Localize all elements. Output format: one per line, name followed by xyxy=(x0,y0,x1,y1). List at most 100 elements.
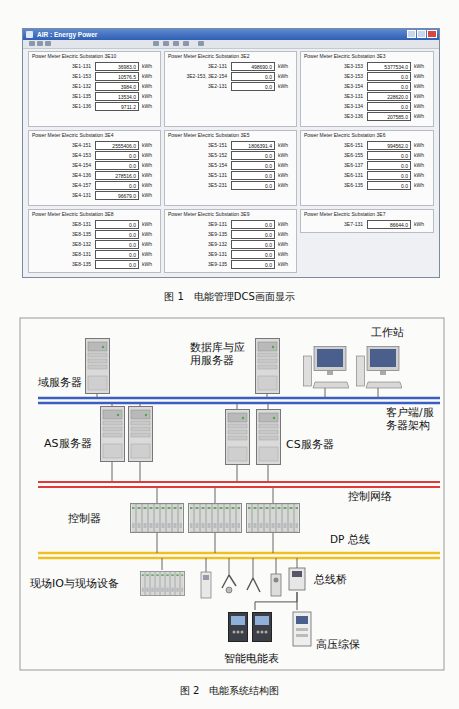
meter-name: 3E2-153, 3E2-154 xyxy=(165,73,227,80)
unit-label: kWh xyxy=(142,192,152,199)
meter-name: 3E2-131 xyxy=(165,63,227,70)
meter-name: 3E2-131 xyxy=(165,83,227,90)
controller-icon xyxy=(247,504,300,533)
unit-label: kWh xyxy=(414,221,424,228)
meter-value: 0.0 xyxy=(95,151,139,160)
unit-label: kWh xyxy=(278,231,288,238)
meter-name: 3E4-154 xyxy=(29,162,91,169)
unit-label: kWh xyxy=(278,172,288,179)
unit-label: kWh xyxy=(142,142,152,149)
unit-label: kWh xyxy=(278,73,288,80)
meter-value: 0.0 xyxy=(231,181,275,190)
field-device-icon xyxy=(247,578,260,592)
drop-wire xyxy=(157,533,158,553)
field-device-icon xyxy=(274,578,279,583)
server-icon xyxy=(257,410,281,465)
meter-value: 0.0 xyxy=(95,161,139,170)
drop-wire xyxy=(268,465,269,482)
drop-wire xyxy=(237,403,238,410)
protection-relay-icon xyxy=(296,628,308,631)
meter-name: 3E4-153 xyxy=(29,152,91,159)
protection-relay-icon xyxy=(293,612,311,646)
toolbar-icon xyxy=(183,41,189,46)
workstation-icon xyxy=(304,347,350,389)
meter-name: 3E6-131 xyxy=(301,172,363,179)
window-button xyxy=(407,30,416,38)
meter-value: 0.0 xyxy=(231,82,275,91)
protection-relay-icon xyxy=(296,616,308,624)
meter-value: 0.0 xyxy=(231,72,275,81)
meter-value: 0.0 xyxy=(231,171,275,180)
figure-caption: 图 1 电能管理DCS画面显示 xyxy=(0,290,459,303)
server-group: 域服务器 xyxy=(36,336,112,394)
drop-wire xyxy=(273,533,274,553)
unit-label: kWh xyxy=(414,162,424,169)
meter-value: 0.0 xyxy=(231,151,275,160)
controller-group: 控制器 xyxy=(68,501,302,535)
meter-name: 3E5-154 xyxy=(165,162,227,169)
field-device-icon xyxy=(201,572,281,598)
drop-wire xyxy=(237,465,238,482)
meter-icon xyxy=(253,613,272,642)
panel-heading: Power Meter Electric Substation 3E6 xyxy=(304,132,385,139)
equipment-label: 智能电能表 xyxy=(224,652,279,665)
meter-value: 994562.0 xyxy=(367,141,411,150)
unit-label: kWh xyxy=(414,152,424,159)
meter-name: 3E6-151 xyxy=(301,142,363,149)
meter-panel: Power Meter Electric Substation 3E3 3E3-1… xyxy=(300,51,434,127)
meter-panel: Power Meter Electric Substation 3E73E7-1… xyxy=(300,209,434,233)
unit-label: kWh xyxy=(278,182,288,189)
protection-relay: 高压综保 xyxy=(292,610,364,652)
bus-bridge-icon xyxy=(289,568,305,590)
meter-value: 0.0 xyxy=(367,161,411,170)
meter-name: 3E1-135 xyxy=(29,93,91,100)
field-device-icon xyxy=(201,572,211,598)
meter-name: 3E8-135 xyxy=(29,261,91,268)
unit-label: kWh xyxy=(278,261,288,268)
smart-meter-group: 智能电能表 xyxy=(222,610,288,666)
unit-label: kWh xyxy=(278,221,288,228)
unit-label: kWh xyxy=(414,182,424,189)
unit-label: kWh xyxy=(414,83,424,90)
drop-wire xyxy=(253,558,254,578)
drop-wire xyxy=(206,558,207,572)
unit-label: kWh xyxy=(142,162,152,169)
figure-frame xyxy=(20,318,444,670)
control-network-bus xyxy=(38,482,440,487)
connector-wire xyxy=(255,592,297,610)
meter-value: 0.0 xyxy=(95,230,139,239)
meter-name: 3E8-132 xyxy=(29,241,91,248)
unit-label: kWh xyxy=(278,142,288,149)
meter-name: 3E3-136 xyxy=(301,113,363,120)
panel-heading: Power Meter Electric Substation 3E10 xyxy=(32,53,116,60)
title-bar: AIR : Energy Power xyxy=(23,29,439,40)
io-rack-icon xyxy=(140,571,184,595)
meter-value: 1806391.4 xyxy=(231,141,275,150)
meter-name: 3E3-153 xyxy=(301,63,363,70)
meter-value: 0.0 xyxy=(231,161,275,170)
toolbar-icon xyxy=(198,41,204,46)
equipment-label: 数据库与应用服务器 xyxy=(190,341,248,367)
server-group: 数据库与应用服务器 xyxy=(188,338,283,396)
unit-label: kWh xyxy=(414,73,424,80)
unit-label: kWh xyxy=(278,152,288,159)
panel-heading: Power Meter Electric Substation 3E7 xyxy=(304,211,385,218)
unit-label: kWh xyxy=(142,182,152,189)
server-icon xyxy=(86,339,110,394)
meter-name: 3E4-151 xyxy=(29,142,91,149)
meter-name: 3E1-153 xyxy=(29,73,91,80)
panel-heading: Power Meter Electric Substation 3E3 xyxy=(304,53,385,60)
unit-label: kWh xyxy=(142,251,152,258)
drop-wire xyxy=(157,487,158,503)
client-server-bus xyxy=(38,402,440,405)
equipment-label: 总线桥 xyxy=(314,573,347,586)
server-icon xyxy=(226,410,250,465)
unit-label: kWh xyxy=(414,93,424,100)
bus-bridge-icon xyxy=(289,568,305,590)
meter-value: 3984.0 xyxy=(95,82,139,91)
controller-icon xyxy=(131,504,184,533)
meter-value: 0.0 xyxy=(367,151,411,160)
meter-name: 3E4-131 xyxy=(29,192,91,199)
toolbar-icon xyxy=(45,41,51,46)
meter-value: 0.0 xyxy=(231,230,275,239)
